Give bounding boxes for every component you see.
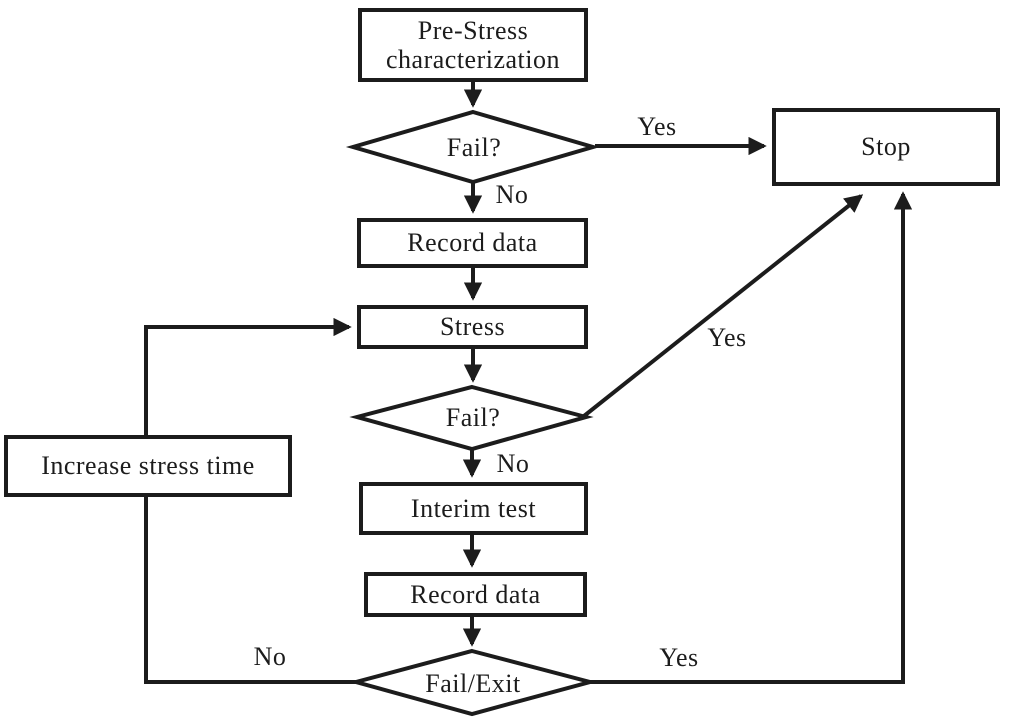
decision-failexit-label: Fail/Exit <box>425 669 521 698</box>
node-interim-test: Interim test <box>359 482 588 535</box>
node-record-data-2: Record data <box>364 572 587 617</box>
edge-label-failexit-no: No <box>253 642 287 671</box>
decision-fail1-label: Fail? <box>446 133 502 162</box>
edge-label-fail1-no: No <box>495 180 529 209</box>
decision-fail2-label: Fail? <box>445 403 501 432</box>
connector-fail2-to-stop-diagonal <box>582 194 864 418</box>
edge-label-fail2-yes: Yes <box>707 323 747 352</box>
node-record-data-2-label: Record data <box>410 579 541 609</box>
connector-failexit-loop-to-stress <box>144 317 356 684</box>
node-increase-stress-time: Increase stress time <box>4 435 292 497</box>
connector-failexit-to-stop <box>590 191 913 684</box>
decision-failexit-shape <box>348 648 598 717</box>
edge-label-failexit-yes: Yes <box>659 643 699 672</box>
node-stress: Stress <box>357 305 588 349</box>
node-pre-stress-characterization-label: Pre-Stress characterization <box>386 15 560 74</box>
node-record-data-1: Record data <box>357 218 588 268</box>
decision-fail2-shape <box>349 384 594 452</box>
node-pre-stress-characterization: Pre-Stress characterization <box>358 8 588 82</box>
edge-label-fail1-yes: Yes <box>637 112 677 141</box>
node-interim-test-label: Interim test <box>410 493 537 523</box>
edge-label-fail2-no: No <box>496 449 530 478</box>
decision-fail1-shape <box>345 109 601 185</box>
node-stop: Stop <box>772 108 1000 186</box>
node-stress-label: Stress <box>439 312 506 342</box>
node-record-data-1-label: Record data <box>407 228 538 258</box>
node-stop-label: Stop <box>861 132 911 162</box>
node-increase-stress-time-label: Increase stress time <box>41 451 255 481</box>
